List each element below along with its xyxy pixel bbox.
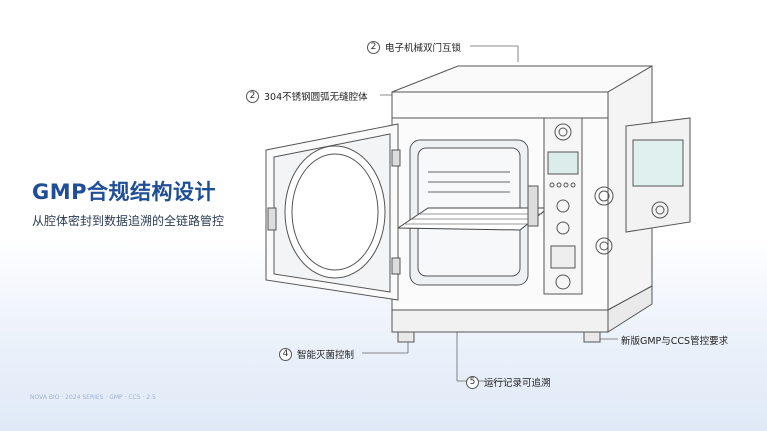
footer-watermark: NOVA BIO · 2024 SERIES · GMP · CCS · 2.5 <box>30 394 156 401</box>
callout-number: 2 <box>246 89 259 103</box>
callout-label: 运行记录可追溯 <box>484 378 551 389</box>
page-title: GMP合规结构设计 <box>32 180 217 204</box>
callout-gmp-ccs: 新版GMP与CCS管控要求 <box>621 333 728 347</box>
callout-label: 电子机械双门互锁 <box>385 43 462 54</box>
callout-door-interlock: 2 电子机械双门互锁 <box>367 40 461 54</box>
callout-label: 新版GMP与CCS管控要求 <box>621 336 729 347</box>
callout-number: 5 <box>466 375 479 389</box>
callout-smart-sterilization: 4 智能灭菌控制 <box>279 347 354 361</box>
callout-traceability: 5 运行记录可追溯 <box>466 375 551 389</box>
page-subtitle: 从腔体密封到数据追溯的全链路管控 <box>32 214 225 228</box>
callout-number: 4 <box>279 347 292 361</box>
callout-steel-chamber: 2 304不锈钢圆弧无缝腔体 <box>246 89 368 103</box>
callout-number: 2 <box>367 40 380 54</box>
callout-label: 304不锈钢圆弧无缝腔体 <box>264 92 368 103</box>
callout-label: 智能灭菌控制 <box>297 350 355 361</box>
